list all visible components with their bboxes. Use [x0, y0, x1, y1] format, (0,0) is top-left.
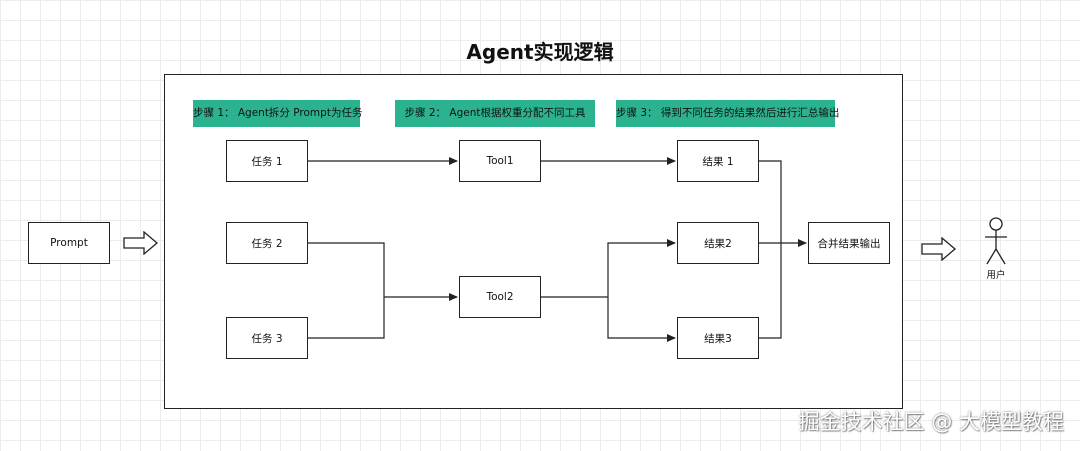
task-3-node: 任务 3: [226, 317, 308, 359]
step-3-label: 步骤 3： 得到不同任务的结果然后进行汇总输出: [616, 100, 839, 127]
user-label: 用户: [986, 270, 1006, 281]
hollow-right-arrow-icon: [123, 231, 159, 255]
stick-figure-actor-icon: [985, 217, 1007, 265]
merge-output-node: 合并结果输出: [808, 222, 890, 264]
tool-2-node: Tool2: [459, 276, 541, 318]
diagram-title: Agent实现逻辑: [466, 40, 614, 64]
step-2-label: 步骤 2： Agent根据权重分配不同工具: [395, 100, 595, 127]
edge-result1-merge: [759, 160, 782, 243]
edge-result3-merge: [759, 243, 782, 339]
result-1-node: 结果 1: [677, 140, 759, 182]
result-2-node: 结果2: [677, 222, 759, 264]
edge-split-result3: [607, 297, 676, 342]
task-2-node: 任务 2: [226, 222, 308, 264]
edge-task2-merge: [308, 242, 385, 297]
result-3-node: 结果3: [677, 317, 759, 359]
task-1-node: 任务 1: [226, 140, 308, 182]
hollow-right-arrow-icon: [921, 237, 957, 261]
prompt-node: Prompt: [28, 222, 110, 264]
edge-split-result2: [607, 239, 676, 297]
watermark: 掘金技术社区 @ 大模型教程: [798, 410, 1064, 434]
edge-task3-merge: [308, 297, 385, 339]
step-1-label: 步骤 1： Agent拆分 Prompt为任务: [193, 100, 362, 127]
tool-1-node: Tool1: [459, 140, 541, 182]
